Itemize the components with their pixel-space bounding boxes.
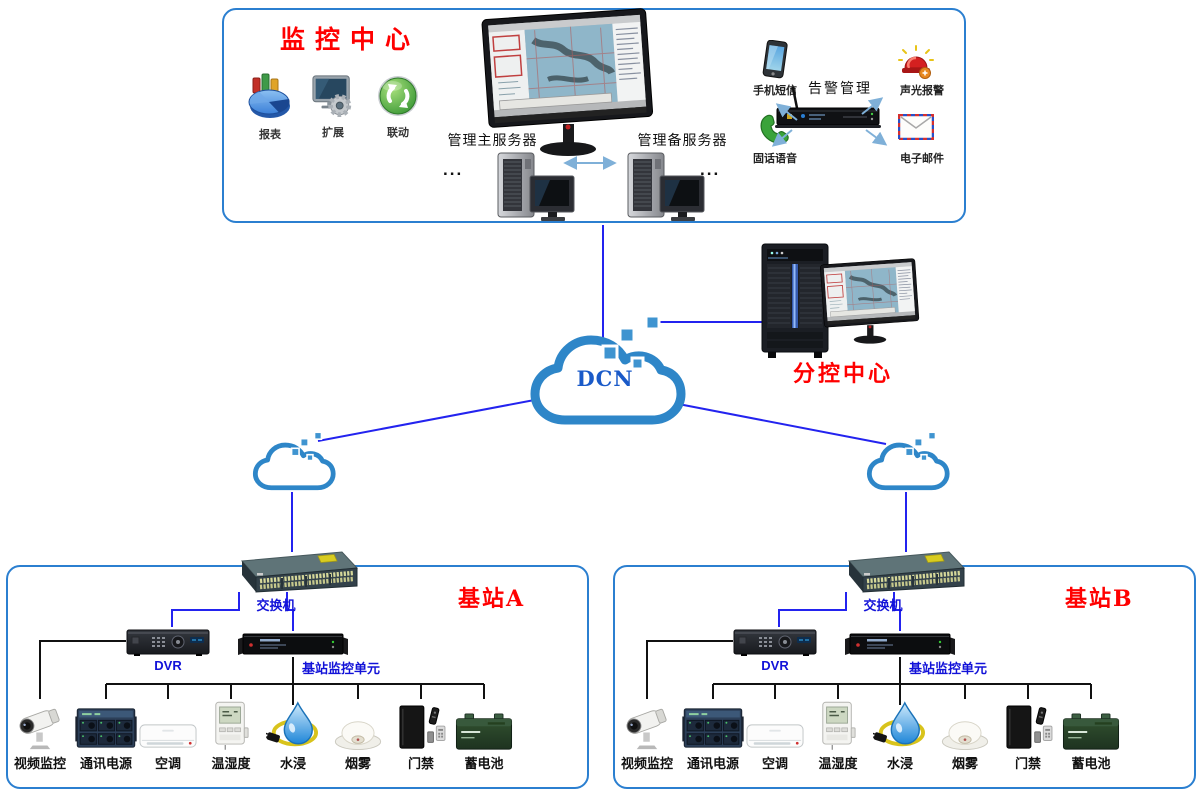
feature-report: 报表 <box>238 72 302 142</box>
primary-server-label: 管理主服务器 <box>447 133 538 149</box>
feature-linkage-label: 联动 <box>387 126 409 139</box>
ellipsis-left: ... <box>443 160 464 179</box>
dvr-icon <box>126 627 210 657</box>
feature-expand: 扩展 <box>301 74 365 140</box>
device-smoke: 烟雾 <box>929 697 1001 772</box>
comm-power-icon <box>682 705 744 751</box>
air-conditioner-icon <box>746 722 804 751</box>
dvr-label: DVR <box>761 658 789 673</box>
bmu-icon <box>238 631 348 657</box>
monitoring-center-box: 监控中心 报表 扩展 联动 管理主服务器 管理备服务器 ... ... 告警管理… <box>222 8 966 223</box>
landline-voice-label: 固话语音 <box>753 152 797 165</box>
bmu-label: 基站监控单元 <box>302 661 381 676</box>
backup-server-label: 管理备服务器 <box>637 133 728 149</box>
smoke-detector-icon <box>938 717 992 751</box>
thermo-hygro-icon <box>212 701 250 751</box>
device-battery: 蓄电池 <box>448 697 520 772</box>
bmu-icon <box>845 631 955 657</box>
arrow-decorations <box>563 97 888 170</box>
device-water: 水浸 <box>864 697 936 772</box>
access-control-icon <box>394 705 448 751</box>
station-a-title: 基站A <box>458 586 526 612</box>
switch-icon <box>833 547 965 593</box>
device-comm-power: 通讯电源 <box>70 697 142 772</box>
switch-icon <box>226 547 358 593</box>
camera-icon <box>621 701 673 751</box>
water-leak-icon <box>873 701 927 751</box>
monitoring-center-title: 监控中心 <box>280 25 421 54</box>
feature-expand-label: 扩展 <box>322 126 344 139</box>
station-a-frame <box>6 565 589 789</box>
alarm-title: 告警管理 <box>808 81 872 97</box>
water-leak-icon <box>266 701 320 751</box>
feature-report-label: 报表 <box>259 128 281 141</box>
station-a-wires <box>39 592 485 705</box>
device-door: 门禁 <box>992 697 1064 772</box>
sub-control-monitor-icon <box>818 258 922 345</box>
switch-label: 交换机 <box>256 598 296 613</box>
station-b-wires <box>646 592 1092 705</box>
dcn-cloud-label: DCN <box>576 366 634 391</box>
bmu-label: 基站监控单元 <box>909 661 988 676</box>
access-control-icon <box>1001 705 1055 751</box>
dvr-label: DVR <box>154 658 182 673</box>
sub-control-title: 分控中心 <box>792 361 893 387</box>
device-battery: 蓄电池 <box>1055 697 1127 772</box>
device-smoke: 烟雾 <box>322 697 394 772</box>
device-thermo: 温湿度 <box>195 697 267 772</box>
siren-label: 声光报警 <box>900 84 944 97</box>
access-cloud-b-icon <box>864 428 952 492</box>
camera-icon <box>14 701 66 751</box>
feature-linkage: 联动 <box>366 74 430 140</box>
email-label: 电子邮件 <box>900 152 944 165</box>
station-b-frame <box>613 565 1196 789</box>
device-water: 水浸 <box>257 697 329 772</box>
battery-icon <box>1062 713 1120 751</box>
device-video: 视频监控 <box>4 697 76 772</box>
battery-icon <box>455 713 513 751</box>
device-door: 门禁 <box>385 697 457 772</box>
device-comm-power: 通讯电源 <box>677 697 749 772</box>
air-conditioner-icon <box>139 722 197 751</box>
device-ac: 空调 <box>739 697 811 772</box>
device-video: 视频监控 <box>611 697 683 772</box>
access-cloud-a-icon <box>250 428 338 492</box>
station-b-title: 基站B <box>1065 586 1134 612</box>
ellipsis-right: ... <box>700 160 721 179</box>
device-thermo: 温湿度 <box>802 697 874 772</box>
thermo-hygro-icon <box>819 701 857 751</box>
switch-label: 交换机 <box>863 598 903 613</box>
base-station-a: 交换机 基站A DVR 基站监控单元 视频监控 通讯电源 空调 温湿度 水浸 烟… <box>6 565 589 789</box>
smoke-detector-icon <box>331 717 385 751</box>
dvr-icon <box>733 627 817 657</box>
comm-power-icon <box>75 705 137 751</box>
mobile-sms-label: 手机短信 <box>753 84 797 97</box>
base-station-b: 交换机 基站B DVR 基站监控单元 视频监控 通讯电源 空调 温湿度 水浸 烟… <box>613 565 1196 789</box>
device-ac: 空调 <box>132 697 204 772</box>
